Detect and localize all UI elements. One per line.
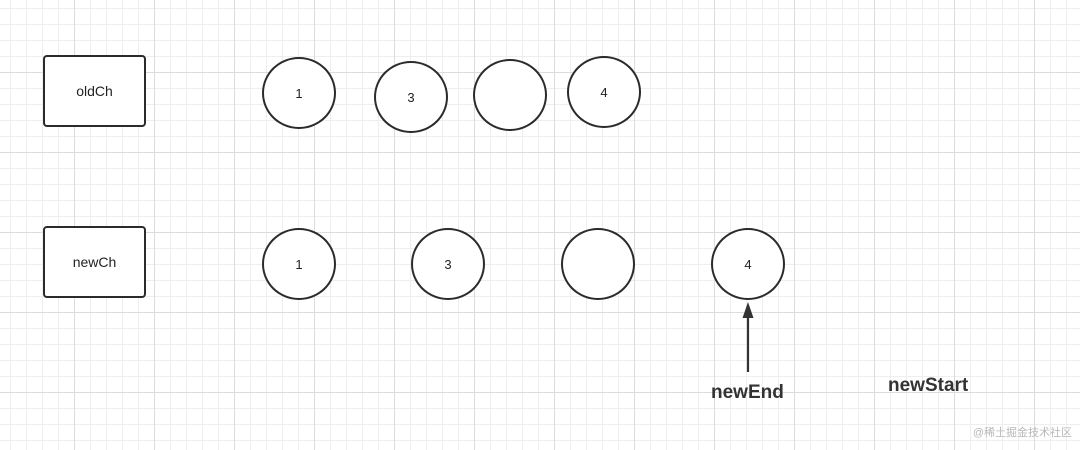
new-node-4: 4 <box>711 228 785 300</box>
new-end-arrow-head <box>742 302 754 318</box>
new-node-4-label: 4 <box>744 256 752 272</box>
old-node-3 <box>473 59 547 131</box>
newch-label: newCh <box>72 254 117 270</box>
new-node-2: 3 <box>411 228 485 300</box>
newch-label-box: newCh <box>43 226 146 298</box>
new-node-3 <box>561 228 635 300</box>
old-node-1-label: 1 <box>295 85 303 101</box>
new-node-1-label: 1 <box>295 256 303 272</box>
new-node-1: 1 <box>262 228 336 300</box>
watermark: @稀土掘金技术社区 <box>972 427 1072 439</box>
new-node-2-label: 3 <box>444 256 452 272</box>
old-node-4: 4 <box>567 56 641 128</box>
old-node-1: 1 <box>262 57 336 129</box>
old-node-4-label: 4 <box>600 84 608 100</box>
new-start-label: newStart <box>888 375 969 396</box>
oldch-label: oldCh <box>76 83 113 99</box>
oldch-label-box: oldCh <box>43 55 146 127</box>
new-end-label: newEnd <box>711 382 784 403</box>
old-node-2-label: 3 <box>407 89 415 105</box>
old-node-2: 3 <box>374 61 448 133</box>
